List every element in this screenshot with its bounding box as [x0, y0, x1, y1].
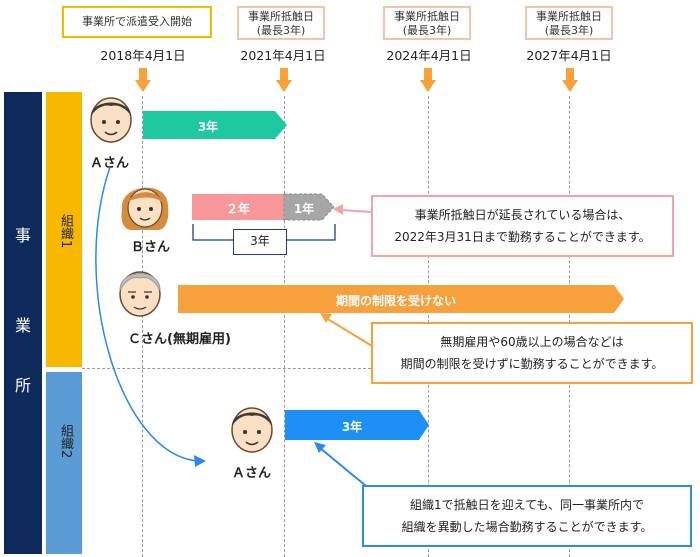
- header-col3-label1: 事業所抵触日: [536, 10, 602, 23]
- bar-c-unlimited-label: 期間の制限を受けない: [335, 294, 456, 308]
- header-col1-box: 事業所抵触日 (最長3年): [237, 6, 325, 40]
- sidebar-char: 事: [14, 226, 31, 245]
- org-separator: [82, 368, 622, 369]
- callout-a2-arrow-icon: [314, 442, 367, 487]
- bar-a-org1-label: 3年: [197, 120, 219, 134]
- header-col3-label2: (最長3年): [544, 24, 594, 37]
- person-c-name: Ｃさん(無期雇用): [128, 332, 231, 347]
- bar-a-org1: [143, 111, 287, 139]
- bar-b-one-year: [283, 193, 335, 221]
- sidebar-char: 所: [14, 376, 31, 395]
- sidebar-char: 業: [14, 316, 31, 335]
- callout-b-arrow-icon: [333, 204, 372, 215]
- header-col2-date: 2024年4月1日: [386, 48, 472, 63]
- org1-band: 組織1: [46, 92, 82, 367]
- org2-band: 組織2: [46, 372, 82, 554]
- bar-b-two-years-label: ２年: [225, 202, 250, 216]
- header-col1-label2: (最長3年): [256, 24, 306, 37]
- header-start-label: 事業所で派遣受入開始: [82, 15, 192, 28]
- sidebar-office: 事 業 所: [4, 92, 42, 554]
- bracket-b-label: 3年: [250, 234, 270, 248]
- org1-label: 組織1: [58, 214, 73, 249]
- header-col3-date: 2027年4月1日: [526, 48, 612, 63]
- callout-c-line1: 無期雇用や60歳以上の場合などは: [440, 335, 624, 349]
- header-col1-label1: 事業所抵触日: [248, 10, 314, 23]
- header-col3-box: 事業所抵触日 (最長3年): [525, 6, 613, 40]
- timeline-line-2021: [284, 96, 285, 557]
- person-a2-name: Ａさん: [232, 466, 272, 481]
- callout-b-line2: 2022年3月31日まで勤務することができます。: [394, 230, 651, 244]
- callout-b-line1: 事業所抵触日が延長されている場合は、: [414, 208, 631, 222]
- person-a-name: Ａさん: [90, 156, 130, 171]
- down-arrow-icon: [135, 68, 151, 92]
- callout-c-line2: 期間の制限を受けずに勤務することができます。: [400, 357, 664, 371]
- callout-a2-line2: 組織を異動した場合勤務することができます。: [401, 520, 653, 534]
- callout-c-arrow-icon: [320, 313, 373, 347]
- callout-a2-line1: 組織1で抵触日を迎えても、同一事業所内で: [409, 498, 645, 512]
- header-col2-box: 事業所抵触日 (最長3年): [383, 6, 471, 40]
- callout-c: 無期雇用や60歳以上の場合などは 期間の制限を受けずに勤務することができます。: [371, 322, 693, 384]
- bar-a-org2: [285, 410, 429, 440]
- header-start-date: 2018年4月1日: [100, 48, 186, 63]
- person-c-avatar-icon: [119, 271, 161, 317]
- callout-a2: 組織1で抵触日を迎えても、同一事業所内で 組織を異動した場合勤務することができま…: [362, 485, 692, 547]
- down-arrow-icon: [562, 68, 578, 92]
- header-col2-label2: (最長3年): [402, 24, 452, 37]
- person-b-name: Ｂさん: [131, 240, 171, 255]
- header-start-box: 事業所で派遣受入開始: [62, 6, 212, 38]
- person-a-avatar-icon: [90, 97, 132, 143]
- header-col1-date: 2021年4月1日: [240, 48, 326, 63]
- person-b-avatar-icon: [121, 187, 169, 230]
- bar-b-two-years: [192, 194, 284, 220]
- bar-c-unlimited: [178, 285, 624, 313]
- header-col2-label1: 事業所抵触日: [394, 10, 460, 23]
- timeline-line-2018: [142, 96, 143, 557]
- down-arrow-icon: [276, 68, 292, 92]
- bar-a-org2-label: 3年: [341, 420, 363, 434]
- org2-label: 組織2: [58, 424, 73, 459]
- bar-b-one-year-label: 1年: [293, 202, 315, 216]
- person-a2-avatar-icon: [231, 407, 273, 453]
- callout-b: 事業所抵触日が延長されている場合は、 2022年3月31日まで勤務することができ…: [371, 195, 674, 257]
- bracket-b-label-box: 3年: [233, 229, 287, 255]
- transfer-arrow-icon: [95, 166, 206, 467]
- down-arrow-icon: [420, 68, 436, 92]
